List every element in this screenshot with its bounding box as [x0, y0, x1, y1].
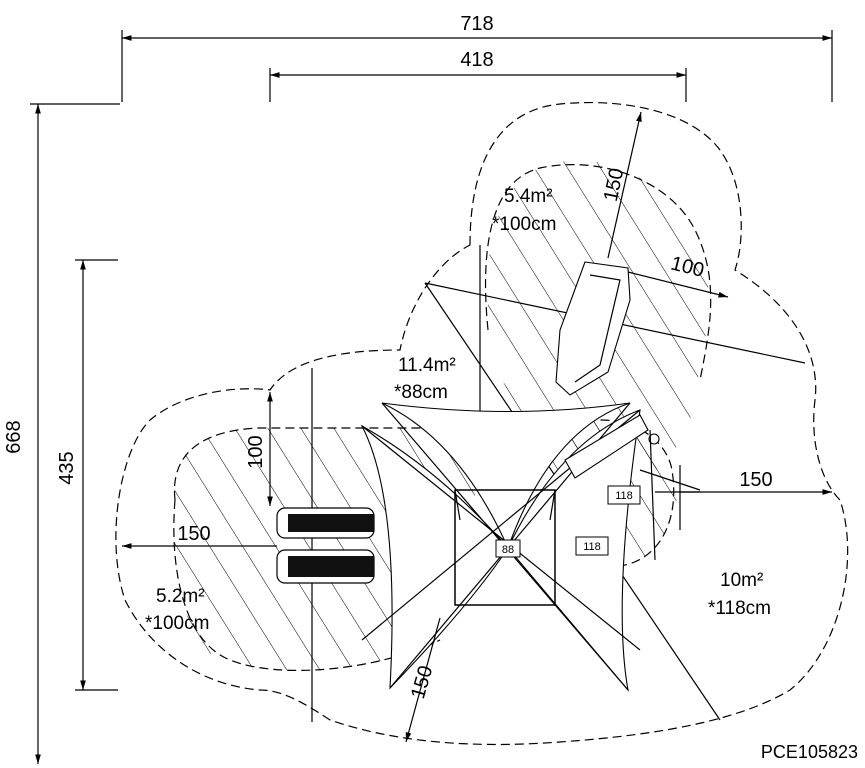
dim-inner-height: 435 [56, 451, 78, 484]
height-label-right-lower: 118 [583, 541, 601, 553]
zone-middle-height: *88cm [394, 382, 448, 403]
zone-right-height: *118cm [708, 598, 771, 619]
steering-wheel [648, 433, 660, 445]
slide [555, 261, 631, 396]
height-box-center [495, 539, 521, 558]
dim-line-clearance-slide [627, 271, 729, 298]
zone-right-area: 10m² [720, 570, 763, 591]
dim-overall-height: 668 [3, 420, 25, 453]
side-rail [639, 469, 701, 491]
height-box-right-upper [607, 485, 641, 505]
zone-middle-area: 11.4m² [398, 355, 456, 376]
slide-chute-line [574, 274, 621, 383]
dim-line-clearance-top [607, 111, 642, 259]
dim-line-clearance-bottom [405, 617, 441, 743]
product-code: PCE105823 [761, 742, 858, 762]
zone-top-height: *100cm [492, 214, 556, 235]
height-label-right-upper: 118 [615, 490, 633, 502]
dim-clearance-left-slide: 100 [245, 435, 267, 468]
dim-clearance-left: 150 [177, 523, 210, 545]
roller-unit-1-body [288, 514, 374, 532]
height-label-center: 88 [502, 544, 514, 556]
zone-left-height: *100cm [145, 613, 209, 634]
dim-clearance-bottom: 150 [407, 663, 437, 701]
canopy-rib-3 [361, 425, 641, 651]
zone-left-area: 5.2m² [156, 586, 205, 607]
zone-top-area: 5.4m² [504, 186, 553, 207]
dim-inner-width: 418 [460, 49, 493, 71]
tower-post [454, 489, 461, 521]
dim-overall-width: 718 [460, 13, 493, 35]
tower-post [549, 489, 556, 521]
dim-clearance-right: 150 [739, 469, 772, 491]
climbing-ramp [564, 414, 649, 479]
roller-unit-2-body [288, 556, 374, 577]
tower-frame [454, 489, 556, 606]
outer-safety-zone [115, 101, 849, 746]
top-inner-zone [484, 164, 712, 381]
side-rail [649, 429, 656, 561]
height-box-right-lower [575, 536, 609, 556]
